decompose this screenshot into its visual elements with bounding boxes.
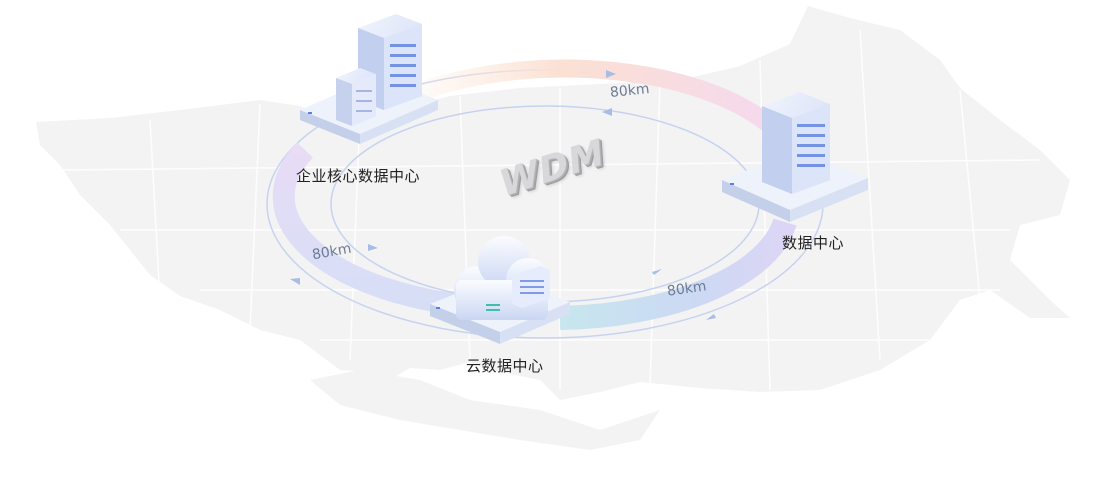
datacenter-icon <box>722 92 868 222</box>
node-label-cloud: 云数据中心 <box>466 357 544 375</box>
cloud-datacenter-icon <box>430 236 570 344</box>
node-label-enterprise: 企业核心数据中心 <box>296 167 421 185</box>
flow-arrows <box>290 70 716 320</box>
enterprise-datacenter-icon <box>300 14 438 144</box>
wdm-ring <box>272 59 797 330</box>
node-label-datacenter: 数据中心 <box>782 234 845 252</box>
